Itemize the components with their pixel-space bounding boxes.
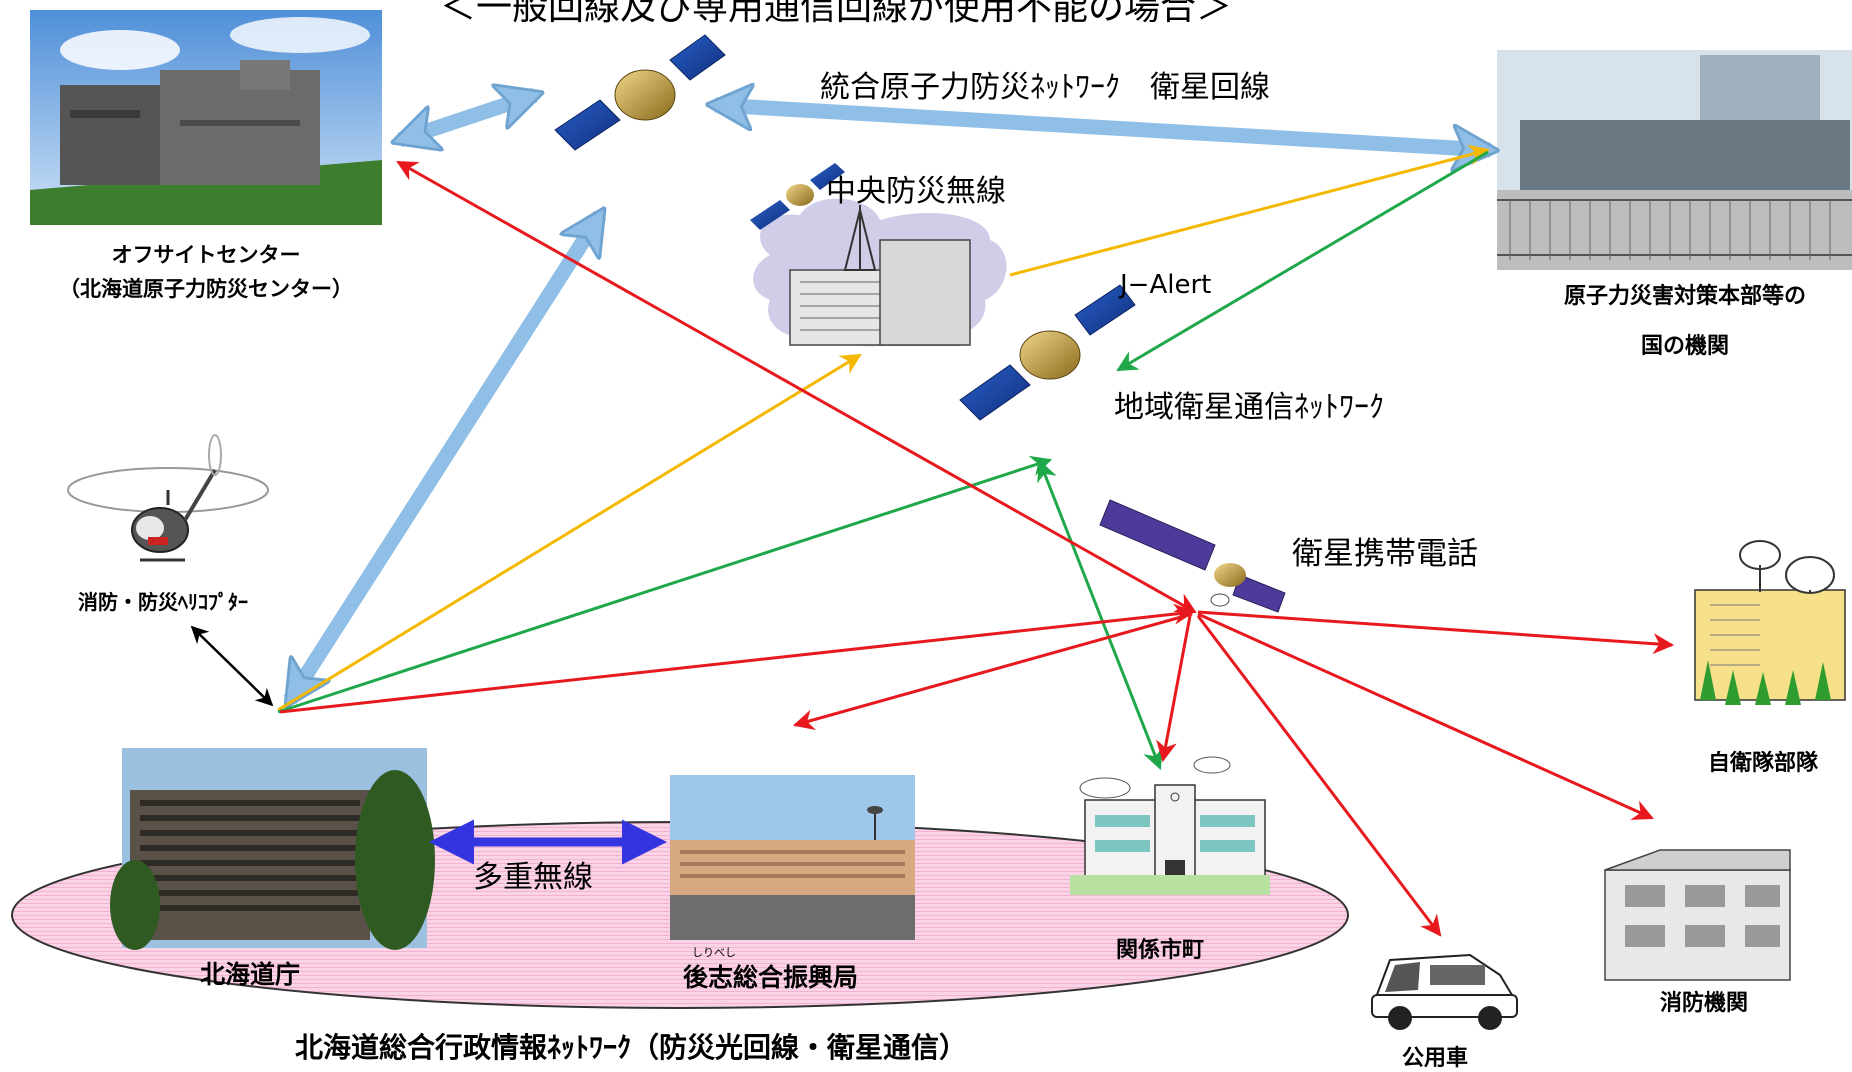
national-agency-photo [1497, 50, 1852, 270]
link-hokkaido-phone [279, 603, 1196, 714]
link-sat-national [715, 105, 1490, 150]
offsite-center-line1: オフサイトセンター [111, 243, 301, 267]
sdf-label: 自衛隊部隊 [1708, 751, 1819, 776]
link-phone-shiribeshi [792, 612, 1193, 731]
offsite-center-line2: （北海道原子力防災センター） [59, 277, 353, 301]
link-central-national [1009, 144, 1491, 277]
link-hokkaido-regional [277, 455, 1052, 714]
national-agency-line2: 国の機関 [1640, 334, 1729, 359]
official-car-label: 公用車 [1402, 1046, 1469, 1071]
helicopter-label: 消防・防災ﾍﾘｺﾌﾟﾀｰ [78, 590, 248, 614]
link-phone-sdf [1197, 610, 1675, 655]
hokkaido-gov-label: 北海道庁 [200, 960, 301, 989]
red-links [279, 160, 1675, 937]
hokkaido-gov-photo [110, 748, 435, 950]
helicopter-image [67, 434, 269, 562]
link-phone-municipal [1156, 615, 1192, 763]
shiribeshi-ruby: しりべし [692, 946, 736, 959]
satellite-top [554, 34, 726, 151]
offsite-center-photo [30, 10, 382, 225]
satellite-phone-sat [1099, 499, 1286, 613]
satellite-phone-label: 衛星携帯電話 [1292, 536, 1478, 572]
fire-dept-label: 消防機関 [1660, 991, 1749, 1016]
sdf-building-image [1694, 540, 1846, 705]
network-caption: 北海道総合行政情報ﾈｯﾄﾜｰｸ（防災光回線・衛星通信） [295, 1031, 968, 1064]
j-alert-label: J−Alert [1120, 270, 1212, 300]
multiplex-radio-label: 多重無線 [473, 860, 593, 895]
national-agency-line1: 原子力災害対策本部等の [1563, 284, 1806, 309]
municipalities-label: 関係市町 [1116, 938, 1205, 963]
shiribeshi-bureau-label: 後志総合振興局 [683, 963, 859, 992]
link-offsite-phone [396, 160, 1197, 614]
shiribeshi-bureau-photo [670, 775, 915, 940]
satellite-regional [959, 284, 1136, 421]
integrated-satellite-label: 統合原子力防災ﾈｯﾄﾜｰｸ 衛星回線 [820, 70, 1270, 105]
link-national-regional [1116, 150, 1489, 372]
link-phone-fire [1197, 612, 1654, 820]
central-disaster-radio-label: 中央防災無線 [826, 174, 1006, 209]
diagram-title: ＜一般回線及び専用通信回線が使用不能の場合＞ [440, 0, 1233, 28]
link-phone-car [1196, 615, 1442, 937]
municipal-building-image [1070, 756, 1270, 895]
fire-dept-building-image [1604, 849, 1791, 981]
link-sat-offsite [400, 95, 535, 140]
regional-satellite-label: 地域衛星通信ﾈｯﾄﾜｰｸ [1114, 390, 1384, 425]
central-radio-building [753, 198, 1007, 347]
official-car-image [1371, 953, 1518, 1030]
link-helicopter-hokkaido [190, 625, 274, 707]
national-agency-label: 原子力災害対策本部等の 国の機関 [1505, 272, 1852, 372]
offsite-center-label: オフサイトセンター （北海道原子力防災センター） [30, 238, 382, 306]
link-regional-municipal [1037, 460, 1163, 770]
